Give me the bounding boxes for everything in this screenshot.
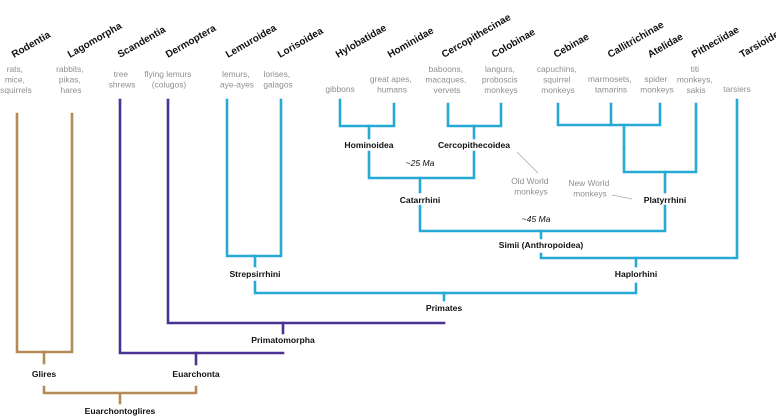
clade-simii: Simii (Anthropoidea) — [499, 240, 584, 250]
branch-simii-tarsioidea — [539, 98, 739, 260]
branch-cebinae-atelidae — [556, 102, 662, 127]
clade-catarrhini: Catarrhini — [400, 195, 441, 205]
taxon-name-colobinae: Colobinae — [490, 27, 538, 61]
clade-haplorhini: Haplorhini — [615, 269, 658, 279]
taxon-name-lagomorpha: Lagomorpha — [66, 21, 124, 61]
taxon-name-tarsioidea: Tarsioidea — [738, 26, 776, 60]
divergence-ages: ~25 Ma ~45 Ma — [406, 158, 551, 224]
clade-euarchontoglires: Euarchontoglires — [85, 406, 156, 416]
common-names: rats, mice, squirrels rabbits, pikas, ha… — [0, 64, 751, 95]
branch-hominoidea-cercopithecoidea — [367, 150, 476, 180]
branch-cercopithecinae-colobinae — [446, 102, 503, 128]
common-name-rodentia: rats, mice, squirrels — [0, 64, 32, 95]
group-notes: Old World monkeys New World monkeys — [511, 176, 611, 199]
taxon-name-rodentia: Rodentia — [10, 29, 53, 60]
common-name-hylobatidae: gibbons — [325, 84, 354, 94]
common-name-callitrichinae: marmosets, tamarins — [588, 74, 634, 95]
common-name-scandentia: tree shrews — [109, 69, 136, 90]
branch-scandentia-primatomorpha — [118, 98, 285, 355]
taxon-names: Rodentia Lagomorpha Scandentia Dermopter… — [10, 12, 776, 61]
euarchonta-branches — [118, 98, 446, 366]
clade-primates: Primates — [426, 303, 463, 313]
common-name-pitheciidae: titi monkeys, sakis — [677, 64, 715, 95]
clade-primatomorpha: Primatomorpha — [251, 335, 315, 345]
annotation-lines — [516, 151, 633, 200]
age-catarrhini: ~25 Ma — [406, 158, 435, 168]
common-name-dermoptera: flying lemurs (colugos) — [144, 69, 193, 90]
new-world-leader — [611, 194, 633, 200]
clade-strepsirrhini: Strepsirrhini — [229, 269, 280, 279]
glires-branches — [15, 112, 198, 405]
clade-labels: Hominoidea Cercopithecoidea Catarrhini P… — [32, 140, 686, 416]
taxon-name-pitheciidae: Pitheciidae — [690, 24, 742, 60]
old-world-leader — [516, 151, 539, 174]
common-name-lemuroidea: lemurs, aye-ayes — [220, 69, 254, 90]
note-old-world-monkeys: Old World monkeys — [511, 176, 550, 197]
common-name-colobinae: langurs, proboscis monkeys — [482, 64, 520, 95]
taxon-name-dermoptera: Dermoptera — [164, 23, 218, 61]
taxon-name-hylobatidae: Hylobatidae — [334, 23, 389, 61]
branch-rodentia-lagomorpha — [15, 112, 74, 354]
taxon-name-hominidae: Hominidae — [386, 25, 436, 60]
taxon-name-cebinae: Cebinae — [552, 31, 592, 60]
branch-strep-haplo — [253, 280, 638, 295]
age-simii: ~45 Ma — [522, 214, 551, 224]
common-name-hominidae: great apes, humans — [370, 74, 414, 95]
branch-hylobatidae-hominidae — [338, 98, 396, 128]
branch-lemuroidea-lorisoidea — [225, 98, 283, 258]
clade-glires: Glires — [32, 369, 57, 379]
note-new-world-monkeys: New World monkeys — [568, 178, 611, 199]
primates-branches — [225, 98, 739, 302]
clade-cercopithecoidea: Cercopithecoidea — [438, 140, 510, 150]
taxon-name-lorisoidea: Lorisoidea — [276, 26, 326, 61]
branch-dermoptera-primates — [166, 98, 446, 325]
common-name-lagomorpha: rabbits, pikas, hares — [56, 64, 86, 95]
clade-hominoidea: Hominoidea — [344, 140, 393, 150]
clade-platyrrhini: Platyrrhini — [644, 195, 687, 205]
common-name-lorisoidea: lorises, galagos — [263, 69, 292, 90]
common-name-cebinae: capuchins, squirrel monkeys — [537, 64, 579, 95]
taxon-name-scandentia: Scandentia — [116, 24, 168, 60]
clade-euarchonta: Euarchonta — [172, 369, 219, 379]
common-name-tarsioidea: tarsiers — [723, 84, 750, 94]
taxon-name-lemuroidea: Lemuroidea — [224, 23, 279, 61]
branch-catarrhini-platyrrhini — [418, 204, 667, 233]
common-name-atelidae: spider monkeys — [640, 74, 674, 95]
branch-platyrrhini-inner — [622, 102, 698, 174]
common-name-cercopithecinae: baboons, macaques, vervets — [425, 64, 468, 95]
